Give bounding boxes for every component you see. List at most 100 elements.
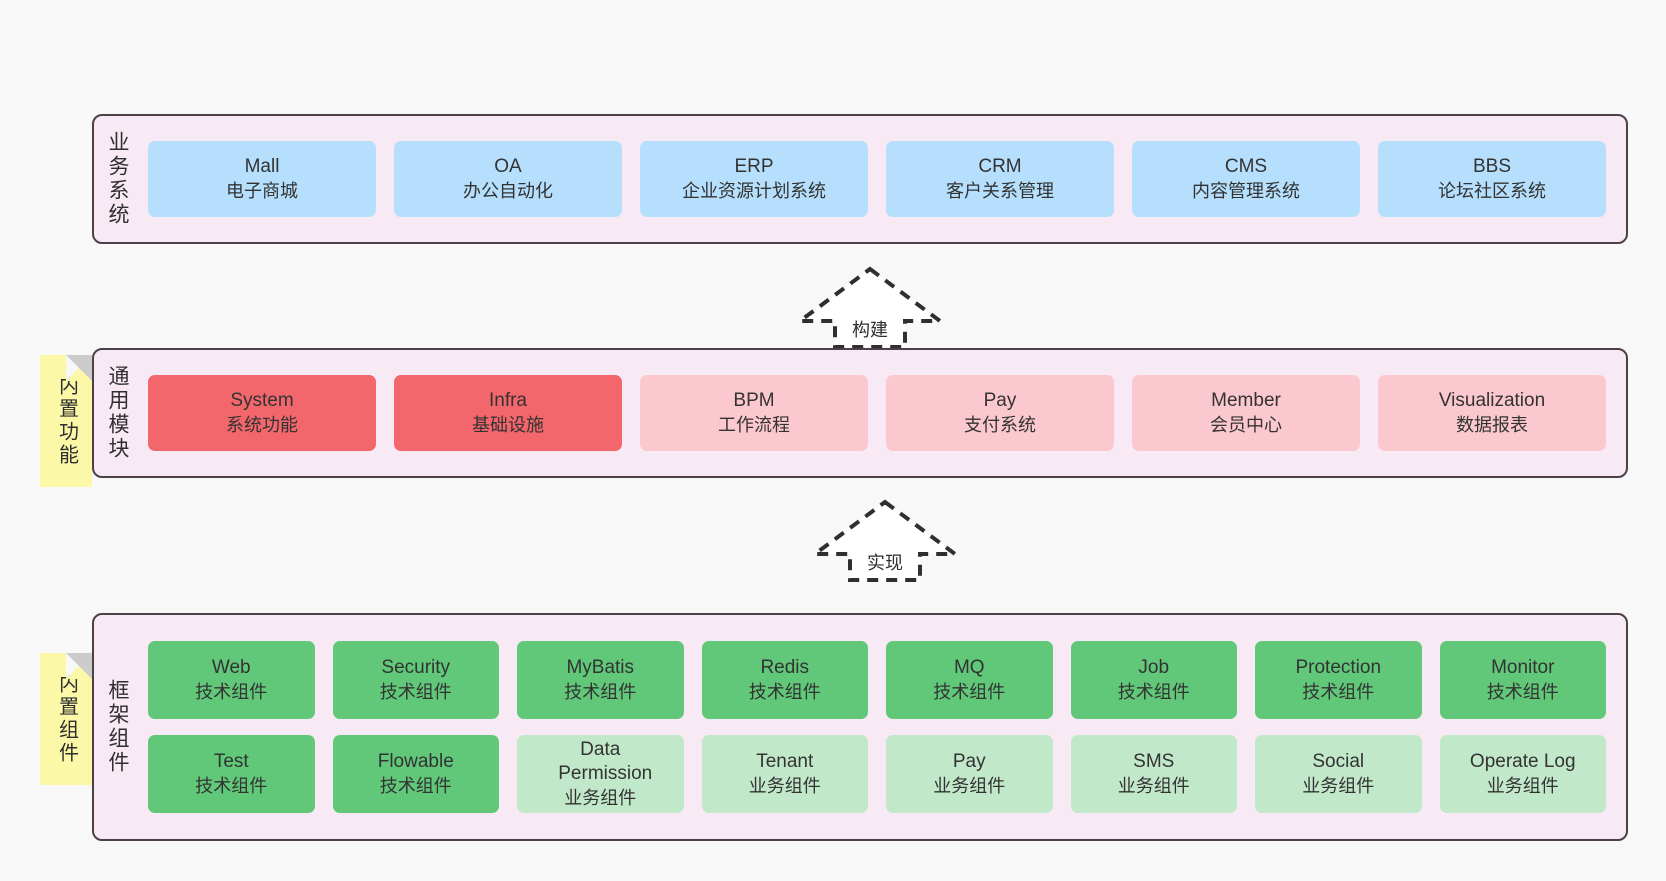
card-title: Web — [211, 657, 251, 679]
card-title: Flowable — [377, 751, 454, 773]
connector-label: 实现 — [867, 553, 903, 573]
card-tenant[interactable]: Tenant 业务组件 — [701, 735, 868, 813]
card-member[interactable]: Member 会员中心 — [1132, 375, 1360, 451]
card-title: Tenant — [756, 751, 814, 773]
card-web[interactable]: Web 技术组件 — [148, 641, 315, 719]
card-title: CMS — [1224, 156, 1268, 178]
card-redis[interactable]: Redis 技术组件 — [701, 641, 868, 719]
card-sms[interactable]: SMS 业务组件 — [1070, 735, 1237, 813]
card-row: Web 技术组件 Security 技术组件 MyBatis 技术组件 Redi… — [148, 641, 1606, 719]
card-subtitle: 技术组件 — [933, 681, 1006, 702]
layer-title-business-system: 业务系统 — [106, 131, 130, 227]
card-title: MyBatis — [566, 657, 635, 679]
note-builtin-function: 内置功能 — [40, 355, 92, 487]
card-title: SMS — [1133, 751, 1175, 773]
card-row: System 系统功能 Infra 基础设施 BPM 工作流程 Pay 支付系统… — [148, 375, 1606, 451]
layer-body-framework-component: Web 技术组件 Security 技术组件 MyBatis 技术组件 Redi… — [140, 615, 1626, 839]
card-title: Pay — [983, 390, 1017, 412]
card-subtitle: 技术组件 — [379, 775, 452, 796]
card-title: BPM — [733, 390, 775, 412]
card-bbs[interactable]: BBS 论坛社区系统 — [1378, 141, 1606, 217]
card-cms[interactable]: CMS 内容管理系统 — [1132, 141, 1360, 217]
layer-title-framework-component: 框架组件 — [106, 679, 130, 775]
note-label: 内置组件 — [55, 673, 78, 765]
card-data-permission[interactable]: Data Permission 业务组件 — [517, 735, 684, 813]
card-title: System — [230, 390, 294, 412]
card-title: Job — [1138, 657, 1170, 679]
implement-arrow-icon — [810, 499, 960, 582]
note-fold-corner-icon — [66, 355, 92, 381]
card-crm[interactable]: CRM 客户关系管理 — [886, 141, 1114, 217]
card-subtitle: 技术组件 — [748, 681, 821, 702]
layer-business-system: 业务系统 Mall 电子商城 OA 办公自动化 ERP 企业资源计划系统 CRM… — [92, 114, 1628, 244]
card-subtitle: 企业资源计划系统 — [682, 180, 826, 201]
card-title: ERP — [734, 156, 774, 178]
card-title: OA — [494, 156, 522, 178]
card-mq[interactable]: MQ 技术组件 — [886, 641, 1053, 719]
card-erp[interactable]: ERP 企业资源计划系统 — [640, 141, 868, 217]
note-label: 内置功能 — [55, 375, 78, 467]
card-row: Test 技术组件 Flowable 技术组件 Data Permission … — [148, 735, 1606, 813]
card-pay[interactable]: Pay 支付系统 — [886, 375, 1114, 451]
card-monitor[interactable]: Monitor 技术组件 — [1439, 641, 1606, 719]
card-subtitle: 工作流程 — [718, 414, 790, 435]
card-subtitle: 业务组件 — [564, 787, 637, 808]
card-mybatis[interactable]: MyBatis 技术组件 — [517, 641, 684, 719]
connector-build: 构建 — [795, 265, 945, 350]
card-title: MQ — [953, 657, 985, 679]
card-subtitle: 办公自动化 — [463, 180, 553, 201]
card-title: Redis — [760, 657, 810, 679]
build-arrow-icon — [795, 266, 945, 349]
card-oa[interactable]: OA 办公自动化 — [394, 141, 622, 217]
card-test[interactable]: Test 技术组件 — [148, 735, 315, 813]
card-subtitle: 业务组件 — [748, 775, 821, 796]
card-subtitle: 电子商城 — [226, 180, 298, 201]
card-bpm[interactable]: BPM 工作流程 — [640, 375, 868, 451]
card-mall[interactable]: Mall 电子商城 — [148, 141, 376, 217]
card-title: Pay — [952, 751, 986, 773]
card-job[interactable]: Job 技术组件 — [1070, 641, 1237, 719]
card-subtitle: 技术组件 — [1486, 681, 1559, 702]
card-title: Monitor — [1491, 657, 1555, 679]
card-row: Mall 电子商城 OA 办公自动化 ERP 企业资源计划系统 CRM 客户关系… — [148, 141, 1606, 217]
note-builtin-component: 内置组件 — [40, 653, 92, 785]
card-subtitle: 业务组件 — [1302, 775, 1375, 796]
card-subtitle: 会员中心 — [1210, 414, 1282, 435]
layer-body-business-system: Mall 电子商城 OA 办公自动化 ERP 企业资源计划系统 CRM 客户关系… — [140, 116, 1626, 242]
connector-implement: 实现 — [810, 498, 960, 583]
card-social[interactable]: Social 业务组件 — [1255, 735, 1422, 813]
card-subtitle: 技术组件 — [1302, 681, 1375, 702]
card-title: Infra — [488, 390, 528, 412]
card-title: CRM — [978, 156, 1022, 178]
card-title: Protection — [1295, 657, 1382, 679]
card-subtitle: 技术组件 — [564, 681, 637, 702]
card-title: Social — [1312, 751, 1365, 773]
card-title: Data Permission — [558, 739, 653, 785]
card-subtitle: 业务组件 — [1486, 775, 1559, 796]
card-subtitle: 支付系统 — [964, 414, 1036, 435]
card-subtitle: 技术组件 — [195, 775, 268, 796]
layer-framework-component: 框架组件 Web 技术组件 Security 技术组件 MyBatis 技术组件… — [92, 613, 1628, 841]
card-flowable[interactable]: Flowable 技术组件 — [332, 735, 499, 813]
card-subtitle: 系统功能 — [226, 414, 298, 435]
card-title: Visualization — [1438, 390, 1546, 412]
card-subtitle: 内容管理系统 — [1192, 180, 1300, 201]
card-subtitle: 技术组件 — [1117, 681, 1190, 702]
layer-title-common-module: 通用模块 — [106, 365, 130, 461]
card-visualization[interactable]: Visualization 数据报表 — [1378, 375, 1606, 451]
layer-body-common-module: System 系统功能 Infra 基础设施 BPM 工作流程 Pay 支付系统… — [140, 350, 1626, 476]
card-operate-log[interactable]: Operate Log 业务组件 — [1439, 735, 1606, 813]
card-protection[interactable]: Protection 技术组件 — [1255, 641, 1422, 719]
note-fold-corner-icon — [66, 653, 92, 679]
card-subtitle: 客户关系管理 — [946, 180, 1054, 201]
card-subtitle: 业务组件 — [1117, 775, 1190, 796]
card-title: Mall — [244, 156, 280, 178]
card-pay-biz[interactable]: Pay 业务组件 — [886, 735, 1053, 813]
card-subtitle: 基础设施 — [472, 414, 544, 435]
card-security[interactable]: Security 技术组件 — [332, 641, 499, 719]
card-title: Test — [213, 751, 249, 773]
card-infra[interactable]: Infra 基础设施 — [394, 375, 622, 451]
connector-label: 构建 — [852, 320, 888, 340]
card-system[interactable]: System 系统功能 — [148, 375, 376, 451]
